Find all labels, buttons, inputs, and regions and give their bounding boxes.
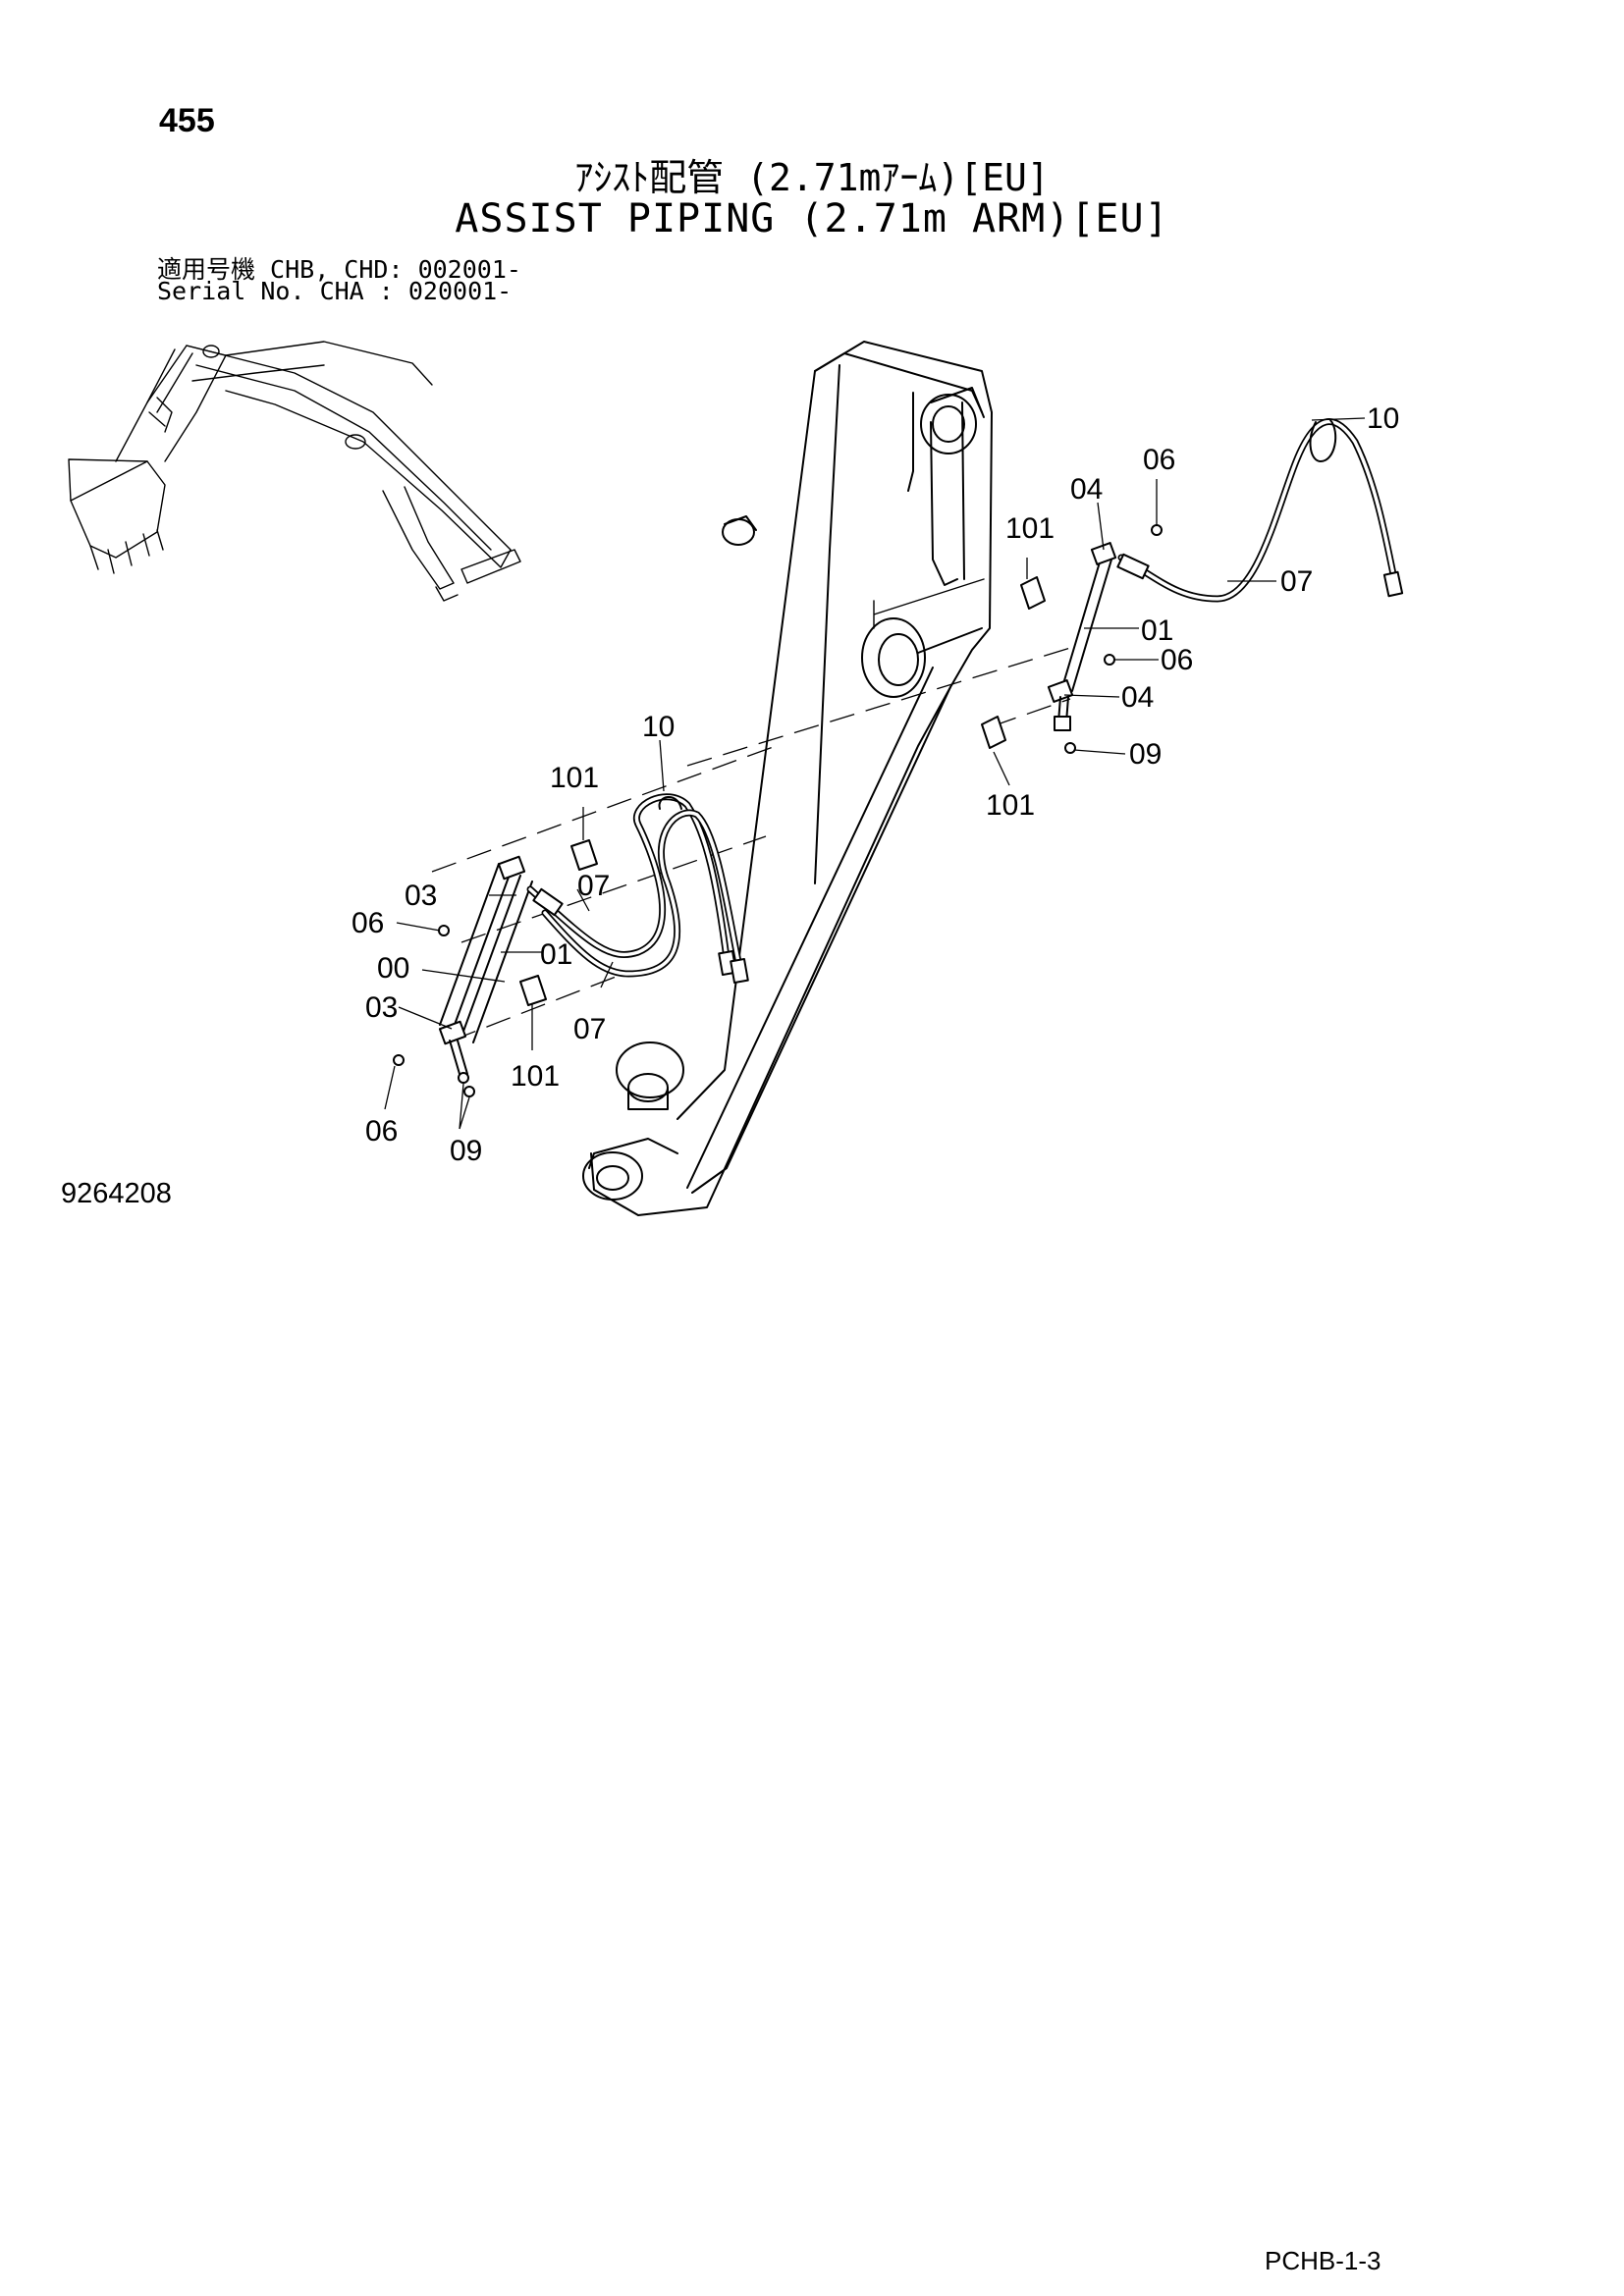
callout-04-top: 04 <box>1070 473 1103 506</box>
callout-09-bottom: 09 <box>450 1135 482 1167</box>
page-code: PCHB-1-3 <box>1265 2246 1381 2275</box>
callout-101-top: 101 <box>1005 512 1055 545</box>
page-title-english: ASSIST PIPING (2.71m ARM)[EU] <box>455 196 1169 241</box>
callout-06-left: 06 <box>352 907 384 939</box>
callout-04-mid: 04 <box>1121 681 1154 714</box>
callout-01-left: 01 <box>540 938 572 971</box>
page-number: 455 <box>159 102 215 139</box>
page-title-japanese: ｱｼｽﾄ配管 (2.71mｱｰﾑ)[EU] <box>574 156 1050 199</box>
callout-101-center: 101 <box>550 762 599 794</box>
callout-07-right: 07 <box>1280 565 1313 598</box>
callout-07-upper: 07 <box>577 870 610 902</box>
callout-101-lower: 101 <box>511 1060 560 1093</box>
callout-06-mid: 06 <box>1161 644 1193 676</box>
callout-00-left: 00 <box>377 952 409 985</box>
callout-09-right: 09 <box>1129 738 1162 771</box>
upper-right-piping <box>981 418 1404 754</box>
leader-lines <box>384 417 1366 1130</box>
callout-03-lower: 03 <box>365 991 398 1024</box>
excavator-thumbnail <box>68 341 521 602</box>
callout-01-right: 01 <box>1141 614 1173 647</box>
callout-03-upper: 03 <box>405 880 437 912</box>
callout-06-bottom: 06 <box>365 1115 398 1148</box>
callout-numbers: 10 06 04 101 07 01 06 04 09 101 10 101 0… <box>352 402 1399 1167</box>
callout-06-top: 06 <box>1143 444 1175 476</box>
arm-body <box>582 341 993 1216</box>
applicable-serial-line-2: Serial No. CHA : 020001- <box>157 277 513 305</box>
applicable-serial-line-1: 適用号機 CHB, CHD: 002001- <box>157 255 521 284</box>
drawing-number: 9264208 <box>61 1178 172 1209</box>
callout-10-center: 10 <box>642 711 675 743</box>
callout-10-top: 10 <box>1367 402 1399 435</box>
callout-07-lower: 07 <box>573 1013 606 1045</box>
callout-101-right: 101 <box>986 789 1035 822</box>
